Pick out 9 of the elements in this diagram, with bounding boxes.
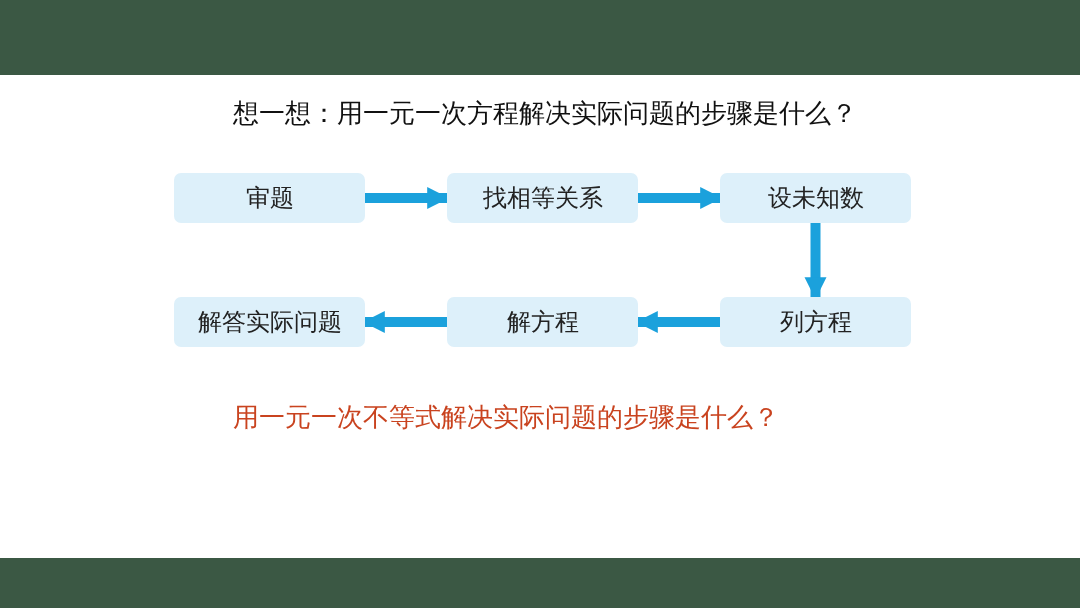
question-text: 用一元一次不等式解决实际问题的步骤是什么？: [233, 401, 779, 434]
step-box: 解方程: [447, 297, 638, 347]
step-box: 找相等关系: [447, 173, 638, 223]
step-box: 设未知数: [720, 173, 911, 223]
arrow: [804, 223, 827, 300]
step-box: 解答实际问题: [174, 297, 365, 347]
heading: 想一想：用一元一次方程解决实际问题的步骤是什么？: [233, 97, 857, 130]
step-box: 审题: [174, 173, 365, 223]
step-box: 列方程: [720, 297, 911, 347]
